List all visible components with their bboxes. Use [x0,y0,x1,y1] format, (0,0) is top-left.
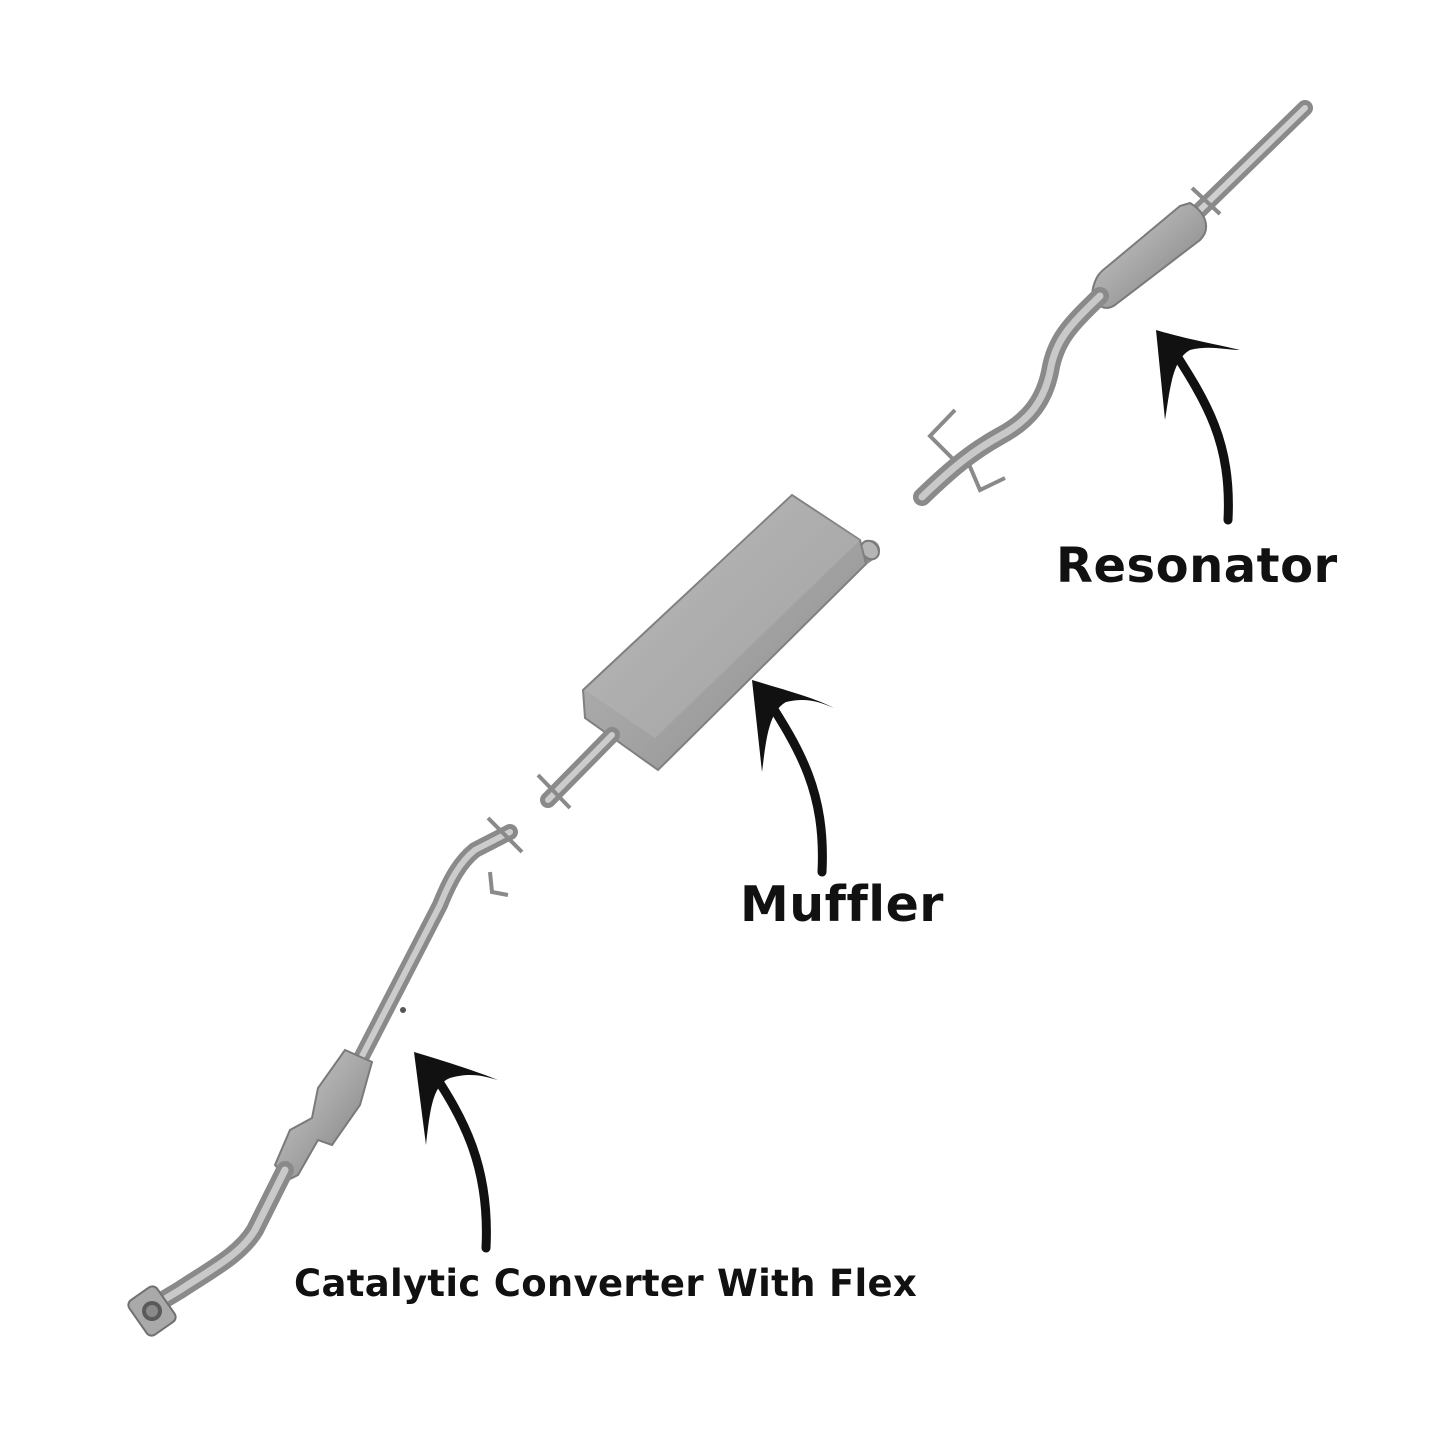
resonator-label: Resonator [1056,538,1338,594]
resonator-body [1093,203,1207,308]
catalytic-converter-assembly [126,818,522,1338]
cat-outlet-pipe [360,832,510,1060]
cat-hanger [490,872,508,895]
curved-arrow-icon [414,1052,498,1248]
catalytic-converter-label: Catalytic Converter With Flex [294,1262,917,1305]
o2-sensor-port [400,1007,406,1013]
muffler-label: Muffler [740,876,944,933]
resonator-assembly [922,108,1305,497]
muffler-assembly [538,495,883,808]
resonator-hanger-upper [930,410,955,458]
cat-inlet-pipe [160,1170,285,1302]
curved-arrow-icon [752,680,834,872]
catalytic-converter-body [275,1050,372,1180]
resonator-hanger-lower [968,462,1005,490]
curved-arrow-icon [1156,330,1240,520]
